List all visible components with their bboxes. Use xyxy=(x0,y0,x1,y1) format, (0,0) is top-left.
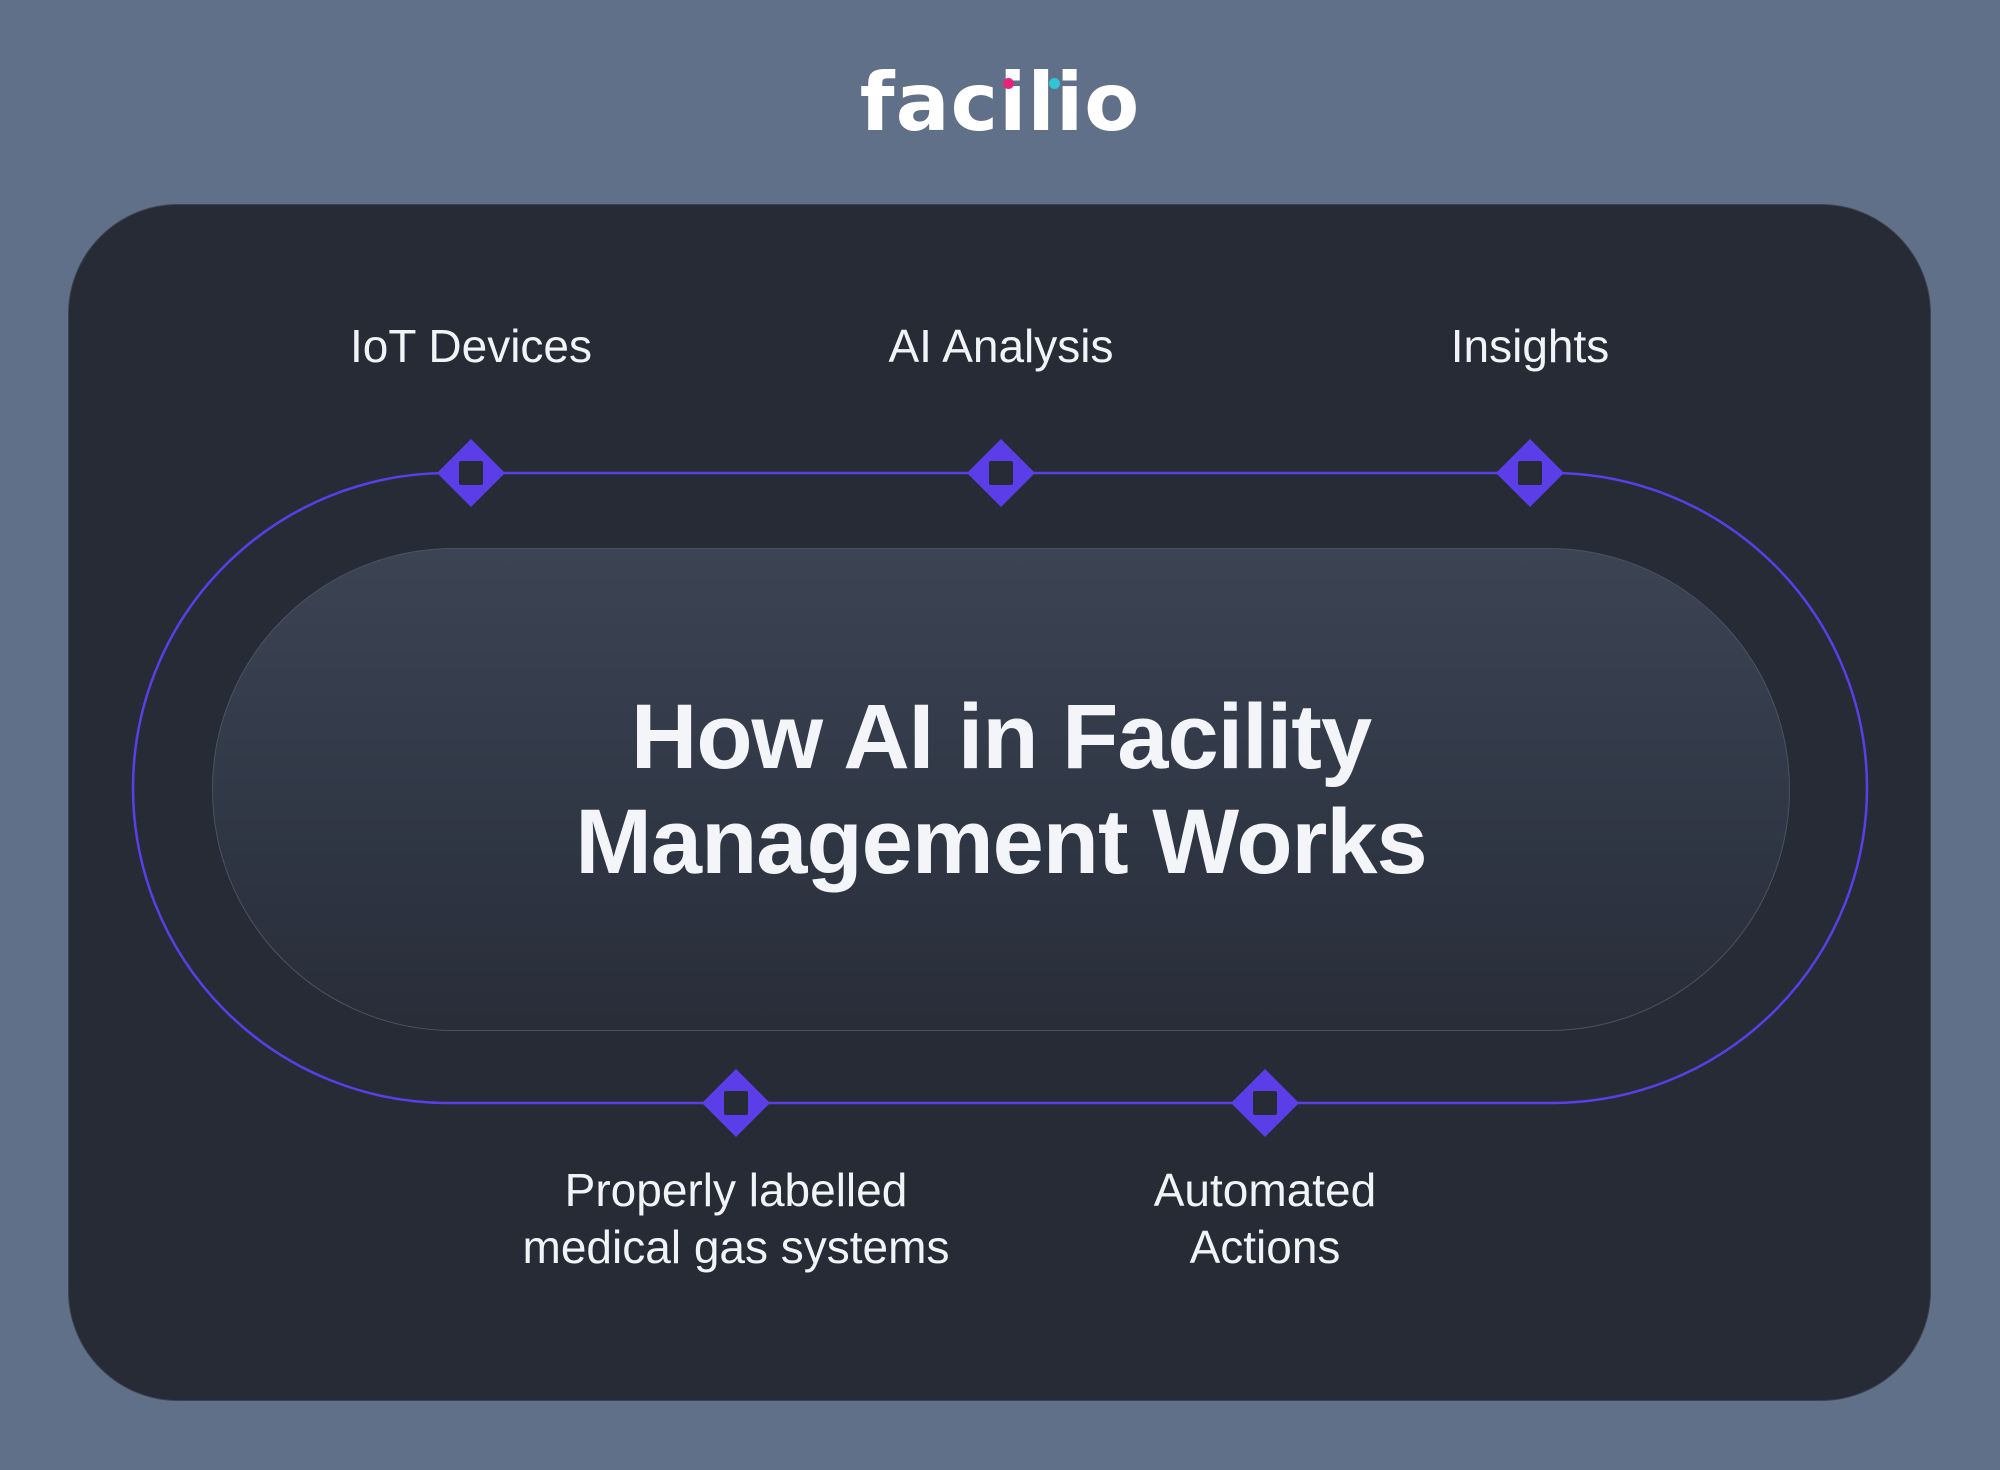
step-label-line-2: Actions xyxy=(1189,1221,1341,1273)
step-label-iot-devices: IoT Devices xyxy=(271,318,671,375)
diagram-title: How AI in Facility Management Works xyxy=(212,548,1790,1031)
step-label-insights: Insights xyxy=(1330,318,1730,375)
flow-loop-path xyxy=(131,471,1869,1105)
step-label-text: AI Analysis xyxy=(888,320,1114,372)
step-label-line-1: Automated xyxy=(1153,1164,1377,1216)
title-line-1: How AI in Facility xyxy=(630,685,1372,788)
title-line-2: Management Works xyxy=(575,790,1427,893)
step-label-automated-actions: Automated Actions xyxy=(1065,1162,1465,1276)
step-label-medical-gas: Properly labelled medical gas systems xyxy=(486,1162,986,1276)
step-label-line-2: medical gas systems xyxy=(522,1221,950,1273)
logo-dots xyxy=(1003,78,1060,92)
step-node-automated-actions xyxy=(1231,1069,1299,1137)
step-node-insights xyxy=(1496,439,1564,507)
step-node-iot-devices xyxy=(437,439,505,507)
step-node-medical-gas xyxy=(702,1069,770,1137)
step-label-line-1: Properly labelled xyxy=(564,1164,908,1216)
facilio-logo: facilio xyxy=(0,58,2000,148)
logo-dot-pink xyxy=(1003,78,1014,89)
step-label-ai-analysis: AI Analysis xyxy=(801,318,1201,375)
step-label-text: Insights xyxy=(1450,320,1610,372)
logo-text: facilio xyxy=(859,56,1141,149)
logo-dot-teal xyxy=(1049,78,1060,89)
step-label-text: IoT Devices xyxy=(349,320,593,372)
center-pill xyxy=(212,548,1790,1031)
step-node-ai-analysis xyxy=(967,439,1035,507)
